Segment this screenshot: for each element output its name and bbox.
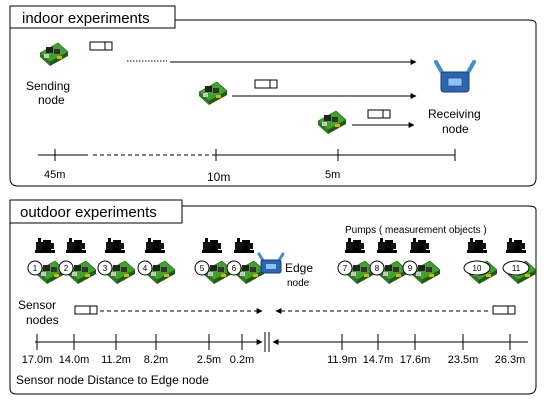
pumps-label: Pumps ( measurement objects ) (345, 225, 487, 236)
distance-label: 17.0m (22, 354, 53, 366)
scale-label-45m: 45m (44, 169, 65, 181)
sensor-node-row: 1 2 3 4 5 6 7 8 9 10 11 (27, 238, 537, 285)
packet-mid (254, 79, 278, 89)
distance-label: 14.0m (59, 354, 90, 366)
router-icon (434, 60, 476, 93)
node-number-badge (137, 260, 153, 276)
sensor-node-7: 7 (337, 238, 376, 285)
node-number-badge (97, 260, 113, 276)
pump-icon (234, 238, 254, 253)
edge-node-label-line2: node (287, 278, 310, 289)
distance-label: 0.2m (230, 354, 254, 366)
distance-label: 14.7m (363, 354, 394, 366)
node-number-text: 7 (343, 264, 348, 273)
sending-board-far (39, 42, 69, 67)
distance-ticks: 17.0m 14.0m 11.2m 8.2m 2.5m 0.2m 11.9m 14.7m 17.… (22, 334, 526, 366)
sensor-node-5: 5 (194, 238, 233, 285)
node-number-text: 3 (103, 264, 108, 273)
sensor-nodes-label-line1: Sensor (18, 298, 56, 312)
sensor-nodes-label-line2: nodes (26, 313, 59, 327)
receiving-node-label-line2: node (442, 122, 469, 136)
node-number-badge (58, 260, 74, 276)
sensor-node-4: 4 (137, 238, 176, 285)
outdoor-packet-left (74, 305, 98, 315)
distance-label: 26.3m (495, 354, 526, 366)
sensor-node-6: 6 (226, 238, 265, 285)
node-number-badge (337, 260, 353, 276)
outdoor-frame (9, 205, 537, 395)
outdoor-panel: outdoor experiments Pumps ( measurement … (9, 199, 537, 395)
pump-icon (377, 238, 397, 253)
indoor-title: indoor experiments (22, 10, 150, 27)
pump-icon (506, 238, 526, 253)
indoor-title-box (9, 5, 176, 29)
distance-label: 11.9m (327, 354, 357, 366)
pump-icon (145, 238, 165, 253)
indoor-frame (9, 19, 537, 187)
pump-icon (467, 238, 487, 253)
distance-label: 17.6m (400, 354, 431, 366)
indoor-panel: indoor experiments Sending node Receivin… (9, 5, 537, 187)
node-number-badge (27, 260, 43, 276)
sending-node-label-line2: node (38, 93, 65, 107)
node-number-text: 8 (375, 264, 380, 273)
outdoor-title: outdoor experiments (20, 204, 157, 221)
packet-far (89, 41, 113, 51)
node-number-badge (369, 260, 385, 276)
sensor-node-1: 1 (27, 238, 66, 285)
distance-label: 23.5m (448, 354, 479, 366)
node-number-badge (463, 260, 491, 276)
pump-icon (202, 238, 222, 253)
pump-icon (345, 238, 365, 253)
scale-label-10m: 10m (207, 170, 230, 184)
node-number-text: 11 (512, 264, 521, 273)
packet-near (367, 109, 391, 119)
distance-label: 2.5m (197, 354, 221, 366)
pump-icon (35, 238, 55, 253)
outdoor-caption: Sensor node Distance to Edge node (16, 373, 209, 387)
outdoor-title-box (9, 199, 183, 224)
node-number-text: 4 (143, 264, 148, 273)
sensor-node-11: 11 (502, 238, 537, 285)
sending-board-mid (198, 81, 228, 106)
node-number-text: 5 (200, 264, 205, 273)
node-number-badge (226, 260, 242, 276)
node-number-badge (402, 260, 418, 276)
sensor-node-9: 9 (402, 238, 441, 285)
sensor-node-3: 3 (97, 238, 136, 285)
pump-icon (410, 238, 430, 253)
node-number-text: 9 (408, 264, 413, 273)
distance-label: 8.2m (144, 354, 168, 366)
node-number-text: 1 (33, 264, 38, 273)
pump-icon (66, 238, 86, 253)
sending-node-label-line1: Sending (26, 79, 70, 93)
edge-router-icon (257, 252, 285, 274)
sensor-node-8: 8 (369, 238, 408, 285)
sensor-node-2: 2 (58, 238, 97, 285)
node-number-text: 6 (232, 264, 237, 273)
sending-board-near (317, 110, 347, 135)
node-number-badge (502, 260, 530, 276)
outdoor-packet-right (492, 305, 516, 315)
node-number-text: 10 (473, 264, 482, 273)
distance-label: 11.2m (101, 354, 131, 366)
scale-label-5m: 5m (325, 169, 340, 181)
sensor-node-10: 10 (463, 238, 498, 285)
receiving-node-label-line1: Receiving (428, 107, 481, 121)
node-number-badge (194, 260, 210, 276)
pump-icon (105, 238, 125, 253)
node-number-text: 2 (64, 264, 69, 273)
edge-node-label-line1: Edge (285, 261, 313, 275)
